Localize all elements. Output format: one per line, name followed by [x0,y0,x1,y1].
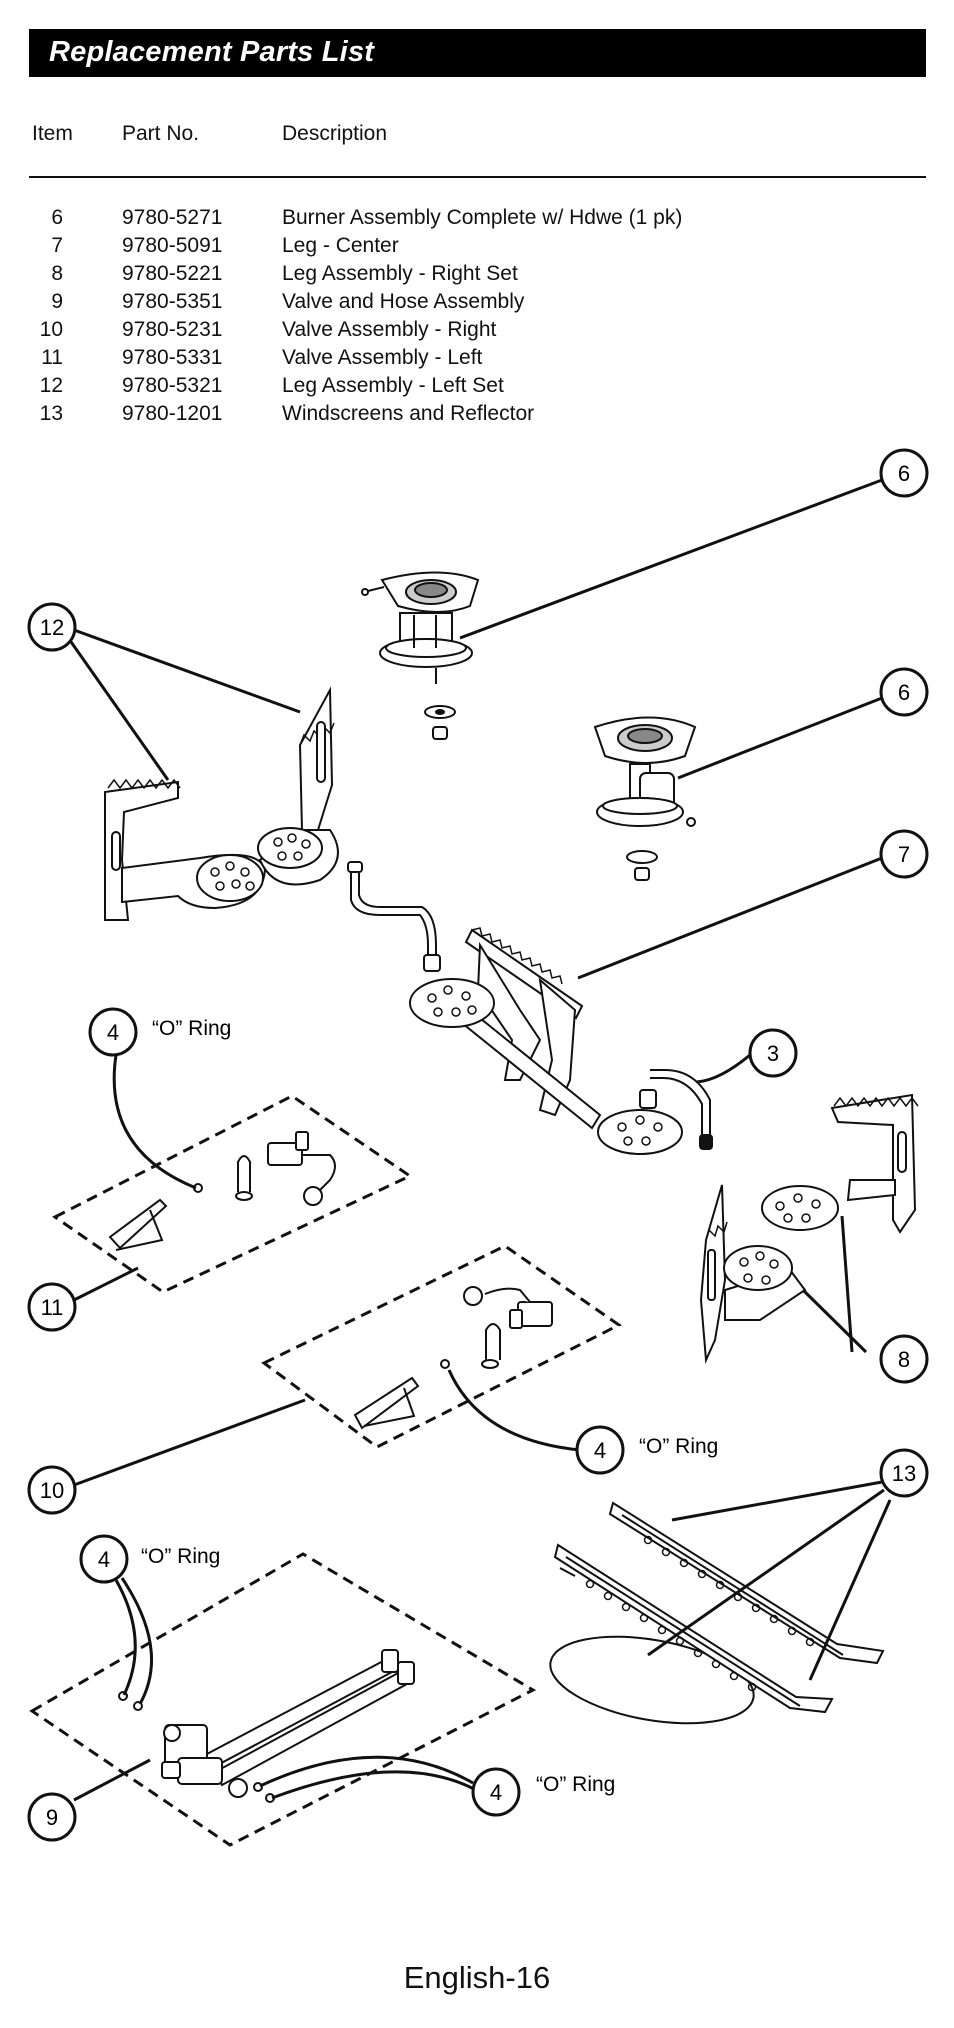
svg-text:7: 7 [898,842,910,867]
windscreens-and-reflector [549,1501,885,1725]
callout-7: 7 [879,829,929,879]
callout-8: 8 [879,1334,929,1384]
part-number: 9780-1201 [122,402,223,425]
item-number: 7 [51,234,63,257]
part-description: Valve Assembly - Right [282,318,497,341]
part-number: 9780-5351 [122,290,223,313]
valve-assembly-left [52,1094,414,1294]
svg-text:3: 3 [767,1041,779,1066]
column-header-item: Item [32,122,73,145]
o-ring-label: “O” Ring [141,1545,220,1568]
burner-assembly-right [593,716,697,881]
table-row: 11 9780-5331 Valve Assembly - Left [29,346,926,374]
header-divider [29,176,926,178]
item-number: 10 [39,318,63,341]
part-number: 9780-5321 [122,374,223,397]
fuel-hose-right [639,1069,713,1150]
table-row: 10 9780-5231 Valve Assembly - Right [29,318,926,346]
part-number: 9780-5091 [122,234,223,257]
table-row: 6 9780-5271 Burner Assembly Complete w/ Hd… [29,206,926,234]
leg-assembly-left-set [104,686,339,921]
part-description: Valve and Hose Assembly [282,290,525,313]
callout-3: 3 [748,1028,798,1078]
callout-9: 9 [27,1792,77,1842]
page-title: Replacement Parts List [49,36,375,68]
svg-text:9: 9 [46,1805,58,1830]
o-ring-label: “O” Ring [639,1435,718,1458]
svg-text:4: 4 [490,1780,502,1805]
table-row: 13 9780-1201 Windscreens and Reflector [29,402,926,430]
callout-6b: 6 [879,667,929,717]
title-bar: Replacement Parts List [29,29,926,77]
callout-4b: 4 “O” Ring [575,1425,718,1475]
part-description: Leg Assembly - Left Set [282,374,504,397]
callout-12: 12 [27,602,77,652]
svg-text:11: 11 [41,1295,64,1320]
parts-table: 6 9780-5271 Burner Assembly Complete w/ Hd… [29,206,926,430]
callout-4d: 4 “O” Ring [471,1767,615,1817]
item-number: 12 [39,374,63,397]
valve-and-hose-assembly [29,1552,537,1847]
part-number: 9780-5331 [122,346,223,369]
center-leg [409,927,683,1155]
o-ring-label: “O” Ring [152,1017,231,1040]
part-number: 9780-5221 [122,262,223,285]
valve-assembly-right [261,1244,622,1449]
column-header-description: Description [282,122,388,145]
table-row: 7 9780-5091 Leg - Center [29,234,926,262]
svg-text:4: 4 [98,1547,110,1572]
item-number: 6 [51,206,63,229]
fuel-hose-left [347,861,441,972]
page-number-footer: English-16 [403,1960,551,1995]
callout-6a: 6 [879,448,929,498]
table-row: 12 9780-5321 Leg Assembly - Left Set [29,374,926,402]
callout-11: 11 [27,1282,77,1332]
burner-assembly-top [361,571,480,740]
svg-text:10: 10 [40,1478,64,1503]
part-number: 9780-5231 [122,318,223,341]
callout-4a: 4 “O” Ring [88,1007,231,1057]
leg-assembly-right-set [699,1093,919,1364]
svg-text:13: 13 [892,1461,916,1486]
callout-13: 13 [879,1448,929,1498]
svg-text:6: 6 [898,680,910,705]
callout-10: 10 [27,1465,77,1515]
svg-text:4: 4 [107,1020,119,1045]
part-number: 9780-5271 [122,206,223,229]
svg-text:4: 4 [594,1438,606,1463]
table-row: 8 9780-5221 Leg Assembly - Right Set [29,262,926,290]
column-header-part-no: Part No. [122,122,200,145]
item-number: 9 [51,290,63,313]
leader-lines [67,478,892,1802]
svg-text:6: 6 [898,461,910,486]
part-description: Leg Assembly - Right Set [282,262,518,285]
svg-text:8: 8 [898,1347,910,1372]
part-description: Valve Assembly - Left [282,346,483,369]
o-ring-label: “O” Ring [536,1773,615,1796]
part-description: Leg - Center [282,234,399,257]
table-row: 9 9780-5351 Valve and Hose Assembly [29,290,926,318]
item-number: 11 [41,346,63,369]
item-number: 13 [39,402,63,425]
item-number: 8 [51,262,63,285]
part-description: Windscreens and Reflector [282,402,535,425]
svg-text:12: 12 [40,615,64,640]
callout-4c: 4 “O” Ring [79,1534,220,1584]
part-description: Burner Assembly Complete w/ Hdwe (1 pk) [282,206,683,229]
